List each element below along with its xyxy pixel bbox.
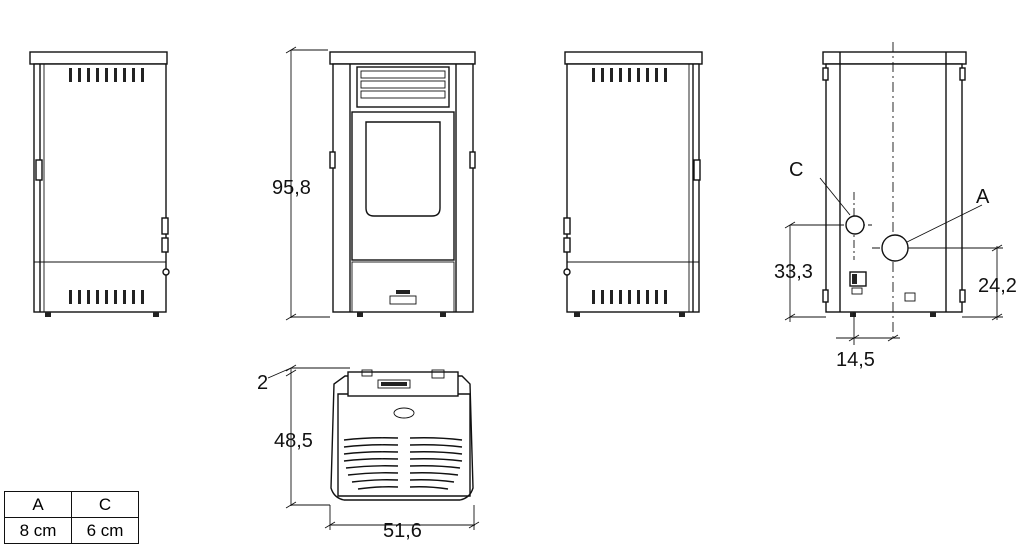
right-side-view xyxy=(563,51,703,317)
pipe-a-height-label: 24,2 xyxy=(978,275,1017,297)
offset-top-label: 2 xyxy=(257,372,268,394)
table-header-a: A xyxy=(4,491,72,518)
table-value-a: 8 cm xyxy=(4,517,72,544)
top-vents xyxy=(343,437,463,490)
back-view xyxy=(819,42,983,340)
table-header-c: C xyxy=(71,491,139,518)
table-header-row: A C xyxy=(4,491,139,518)
pipe-c-label: C xyxy=(789,159,803,181)
front-view xyxy=(329,51,476,317)
top-view xyxy=(330,369,474,501)
pipe-diameter-table: A C 8 cm 6 cm xyxy=(4,491,139,544)
depth-label: 48,5 xyxy=(274,430,313,452)
dimension-lines xyxy=(267,46,1003,530)
pipe-c-height-label: 33,3 xyxy=(774,261,813,283)
table-row: 8 cm 6 cm xyxy=(4,517,139,544)
side-offset-label: 14,5 xyxy=(836,349,875,371)
width-label: 51,6 xyxy=(383,520,422,542)
left-side-view xyxy=(29,51,170,317)
pipe-a-circle xyxy=(881,234,909,262)
pipe-c-circle xyxy=(845,215,865,235)
table-value-c: 6 cm xyxy=(71,517,139,544)
height-label: 95,8 xyxy=(272,177,311,199)
pipe-a-label: A xyxy=(976,186,990,208)
